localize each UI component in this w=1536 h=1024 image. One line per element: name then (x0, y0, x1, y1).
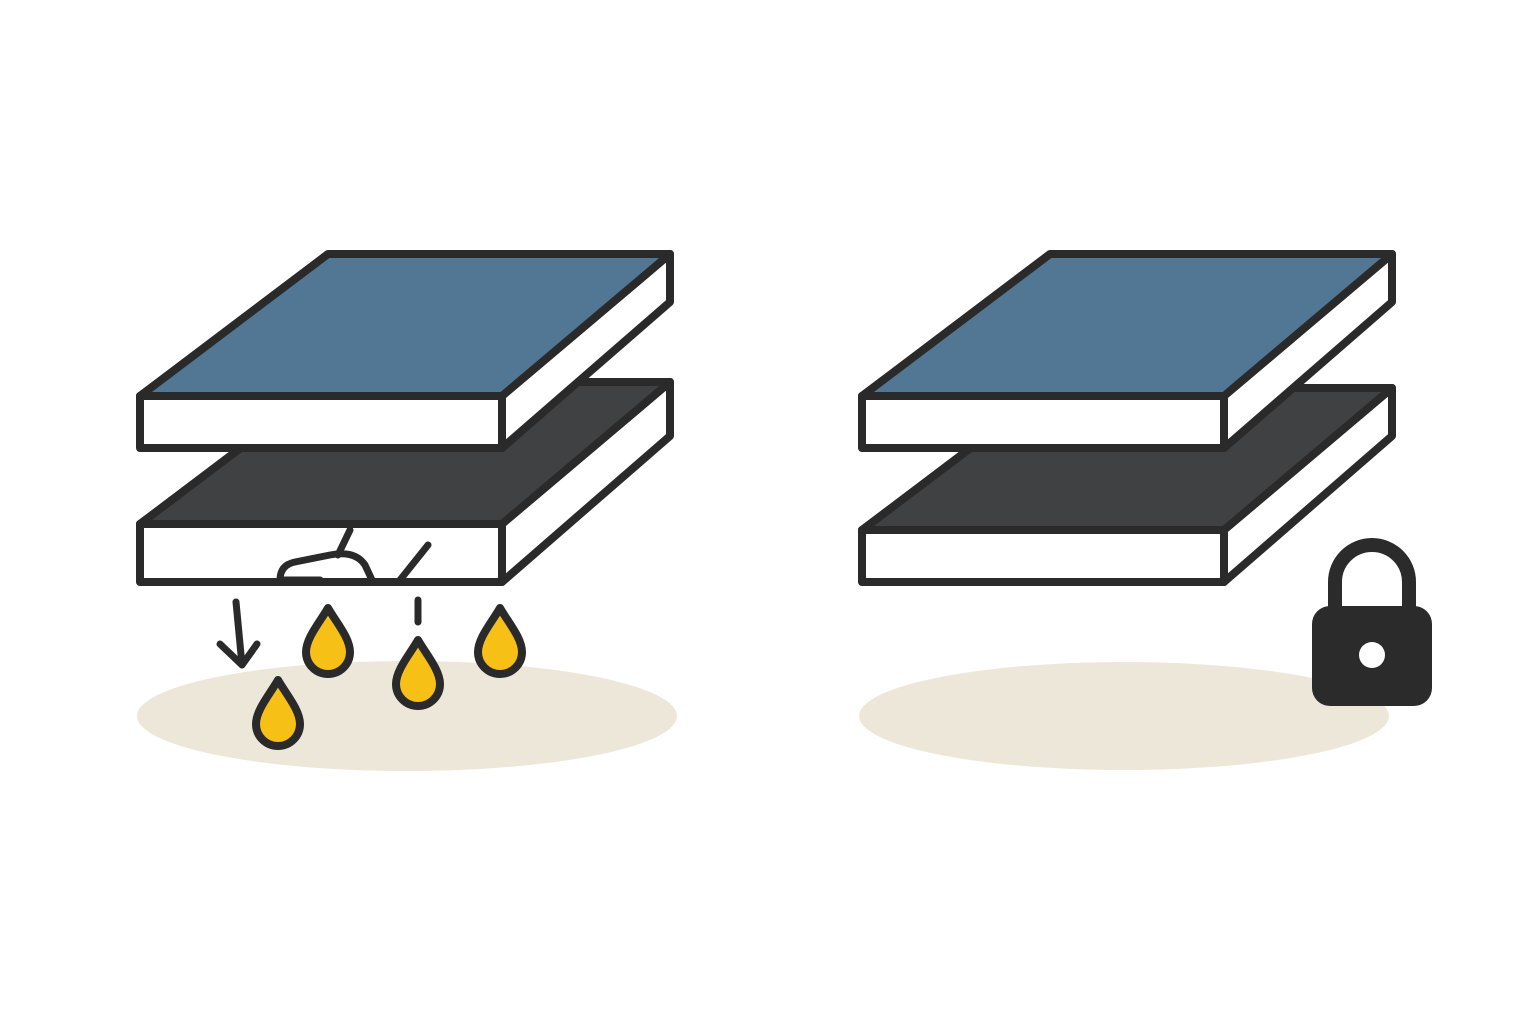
slab-front-face (136, 520, 506, 586)
drop-icon (474, 604, 526, 678)
slab-front-face (858, 392, 1228, 452)
bottom-slab (858, 384, 1396, 586)
top-slab (136, 250, 674, 452)
top-slab (858, 250, 1396, 452)
panel-left-leaking (136, 250, 677, 771)
slab-front-face (136, 392, 506, 452)
drop-icon (392, 636, 444, 710)
drop-icon (302, 604, 354, 678)
floor-shadow (859, 662, 1389, 770)
arrow-down-icon (216, 598, 261, 669)
slab-front-face (858, 526, 1228, 586)
lock-icon (1312, 538, 1432, 706)
drop-icon (252, 676, 304, 750)
panel-right-sealed (858, 250, 1432, 770)
crack (276, 526, 432, 584)
